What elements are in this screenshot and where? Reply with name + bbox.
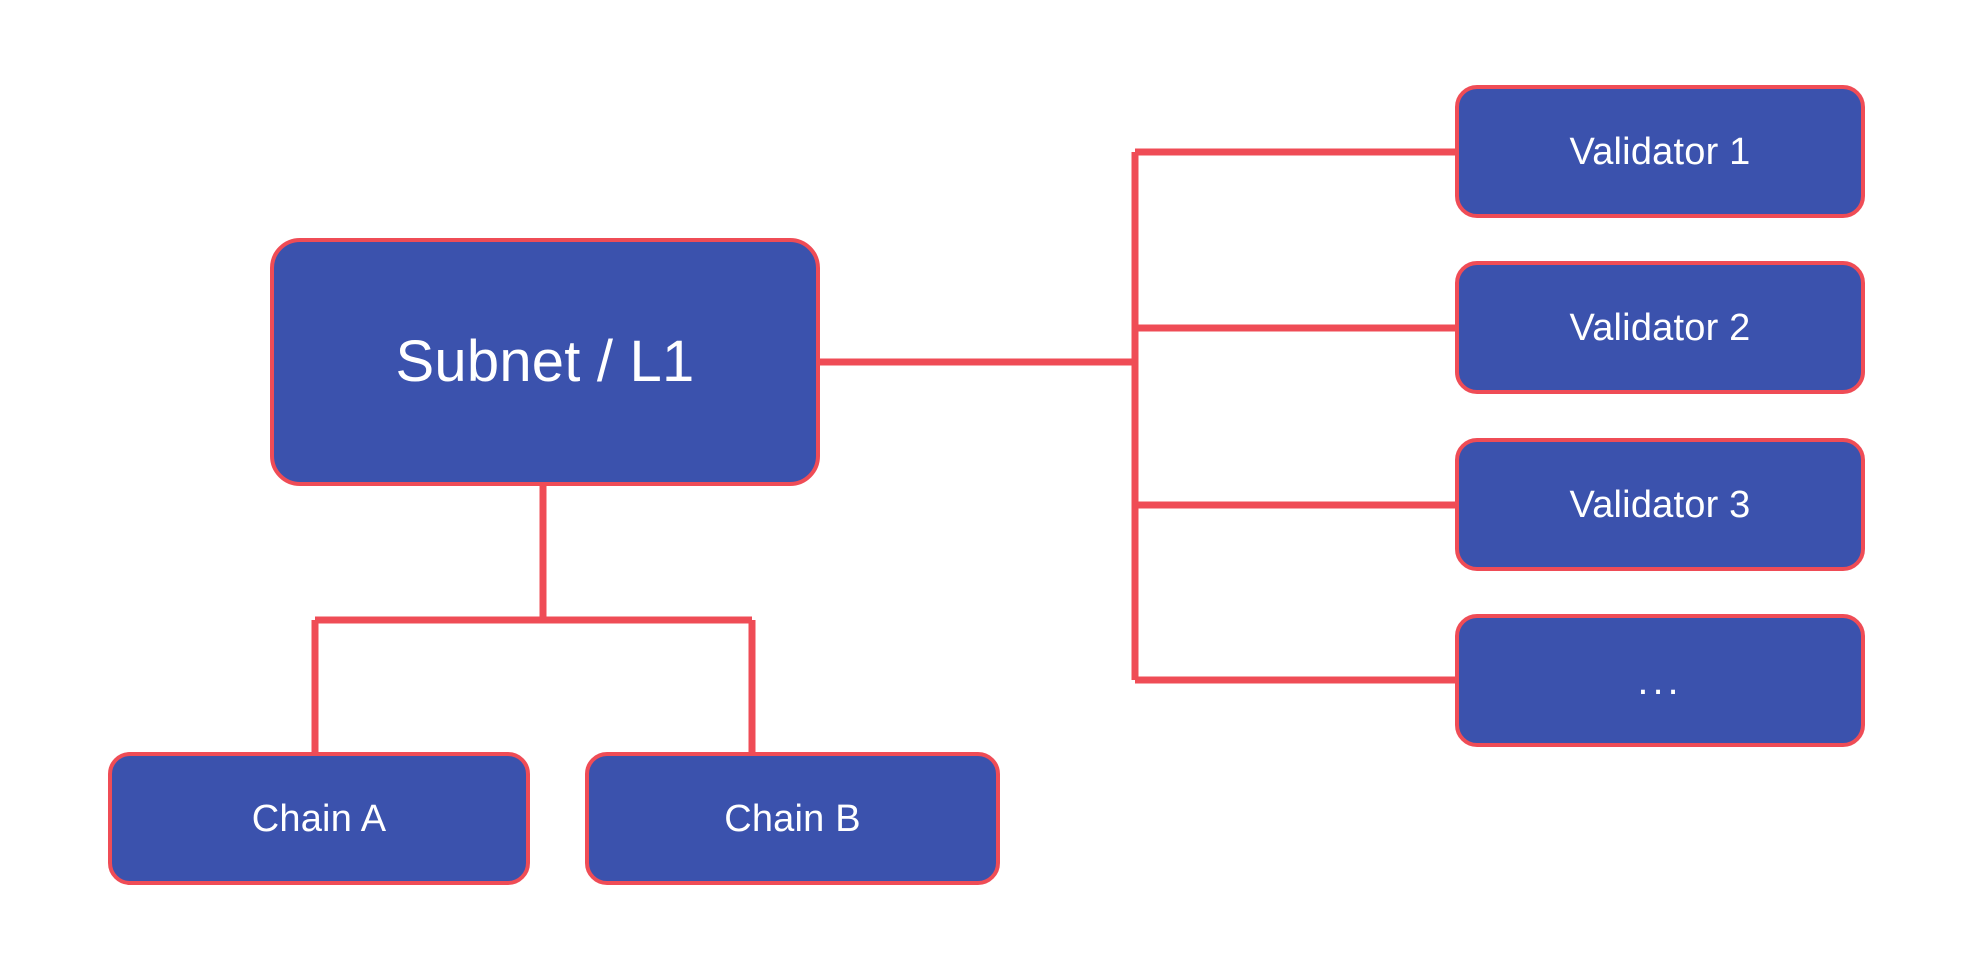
node-validator-3[interactable]: Validator 3 [1455,438,1865,571]
node-validator-3-label: Validator 3 [1569,483,1751,526]
node-chain-b[interactable]: Chain B [585,752,1000,885]
node-subnet-l1-label: Subnet / L1 [395,329,695,394]
node-chain-a-label: Chain A [251,797,387,840]
node-chain-a[interactable]: Chain A [108,752,530,885]
node-validator-more-label: ... [1637,658,1683,703]
node-validator-2-label: Validator 2 [1569,306,1751,349]
node-chain-b-label: Chain B [724,797,861,840]
node-validator-1-label: Validator 1 [1569,130,1751,173]
node-validator-2[interactable]: Validator 2 [1455,261,1865,394]
node-validator-more[interactable]: ... [1455,614,1865,747]
node-validator-1[interactable]: Validator 1 [1455,85,1865,218]
node-subnet-l1[interactable]: Subnet / L1 [270,238,820,486]
